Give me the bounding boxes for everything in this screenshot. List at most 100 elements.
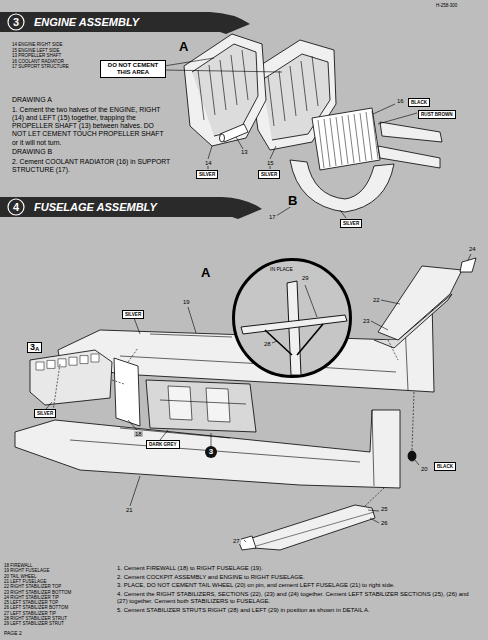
drawing-heading: DRAWING A (12, 96, 52, 104)
drawing-letter: A (178, 40, 189, 53)
radiator-fin (324, 119, 330, 167)
engine-cylinder (36, 362, 44, 370)
section-title: ENGINE ASSEMBLY (34, 17, 139, 28)
section-header: 4FUSELAGE ASSEMBLY (0, 197, 262, 217)
radiator-fin (360, 113, 366, 161)
paint-color: SILVER (37, 411, 53, 417)
header-band-shape (0, 12, 250, 34)
part-list-item: 14 ENGINE RIGHT SIDE (12, 42, 62, 47)
callout-number: 23 (362, 318, 371, 324)
right-stabilizer-tip (460, 258, 476, 272)
callout-number: 19 (182, 299, 191, 305)
radiator-fin (366, 112, 372, 160)
paint-color: RUST BROWN (421, 112, 453, 118)
engine-rib (231, 55, 237, 105)
paint-color-chip: BLACK (408, 98, 430, 107)
callout-number: 22 (372, 297, 381, 303)
engine-rib (290, 66, 296, 116)
callout-number: 29 (301, 275, 310, 281)
radiator-arm (378, 146, 440, 168)
engine-cylinder (47, 360, 55, 368)
section-header: 3 ENGINE ASSEMBLY (0, 12, 250, 32)
left-stabilizer-tip (238, 536, 256, 550)
part-list-item: 22 RIGHT STABILIZER TOP (4, 584, 61, 589)
stabilizer-seam (256, 512, 374, 546)
paint-color-chip: SILVER (258, 170, 280, 179)
engine-rib (268, 76, 274, 126)
propeller-shaft (220, 124, 248, 142)
radiator-fin (354, 114, 360, 162)
callout-number: 20 (420, 466, 429, 472)
instruction-step: 5. Cement STABILIZER STRUTS RIGHT (28) a… (117, 607, 479, 614)
paint-color: BLACK (437, 464, 453, 470)
step-number: 3 (13, 17, 19, 28)
radiator-fin (330, 118, 336, 166)
callout-number: 15 (266, 160, 275, 166)
radiator-fin (348, 115, 354, 163)
paint-color: BLACK (411, 100, 427, 106)
callout-number: 25 (380, 506, 389, 512)
part-list-item: 17 SUPPORT STRUCTURE (12, 64, 69, 69)
drawing-letter: B (287, 194, 298, 207)
engine-cylinder (58, 359, 66, 367)
leader-line (164, 58, 282, 72)
engine-cylinder (69, 357, 77, 365)
engine-rib (220, 60, 226, 110)
step-reference-box: 3A (27, 342, 42, 353)
part-list-item: 28 RIGHT STABILIZER STRUT (4, 616, 67, 621)
engine-cylinder (80, 356, 88, 364)
engine-rib (242, 50, 248, 100)
part-list-item: 23 RIGHT STABILIZER BOTTOM (4, 590, 71, 595)
warning-box: DO NOT CEMENT THIS AREA (100, 60, 166, 78)
tail-wheel (408, 451, 416, 461)
paint-color: SILVER (125, 312, 141, 318)
callout-number: 27 (232, 538, 241, 544)
radiator-fin (372, 111, 378, 159)
callout-number: 14 (204, 160, 213, 166)
page-number: PAGE 2 (4, 630, 22, 636)
instruction-text: 1. Cement the two halves of the ENGINE, … (12, 106, 170, 147)
paint-color-chip: SILVER (34, 409, 56, 418)
engine-right-half (184, 34, 266, 146)
part-list-item: 21 LEFT FUSELAGE (4, 579, 46, 584)
paint-color-chip: RUST BROWN (418, 110, 456, 119)
leader-line (208, 137, 276, 169)
drawing-heading: DRAWING B (12, 148, 52, 156)
callout-number: 24 (468, 246, 477, 252)
cockpit-seats (160, 386, 246, 422)
paint-color-chip: SILVER (122, 310, 144, 319)
header-number-ring (8, 199, 24, 215)
engine-rib (312, 56, 318, 106)
paint-color: DARK GREY (149, 442, 177, 448)
detail-parts (241, 281, 347, 375)
paint-color-chip: SILVER (340, 219, 362, 228)
part-list-item: 16 COOLANT RADIATOR (12, 59, 64, 64)
step-number: 3 (209, 448, 213, 456)
cockpit-assembly (146, 380, 256, 432)
part-list-item: 29 LEFT STABILIZER STRUT (4, 621, 64, 626)
assembly-line (52, 340, 414, 506)
detail-illustration (235, 261, 349, 375)
callout-number: 16 (396, 98, 405, 104)
callout-number: 26 (380, 520, 389, 526)
stabilizer-strut (265, 324, 323, 355)
instruction-step: 2. Cement COCKPIT ASSEMBLY and ENGINE to… (117, 574, 479, 581)
engine-assembly (30, 350, 112, 405)
part-list-item: 19 RIGHT FUSELAGE (4, 568, 49, 573)
part-list-item: 26 LEFT STABILIZER BOTTOM (4, 605, 68, 610)
part-list-item: 27 LEFT STABILIZER TIP (4, 611, 56, 616)
paint-color: SILVER (343, 221, 359, 227)
part-list-item: 15 ENGINE LEFT SIDE (12, 48, 59, 53)
callout-number: 21 (125, 507, 134, 513)
radiator-fin (318, 120, 324, 168)
radiator-fin (336, 117, 342, 165)
callout-number: 28 (263, 341, 272, 347)
header-number-ring (8, 14, 24, 30)
right-stabilizer-top (378, 266, 462, 340)
leader-line (46, 254, 471, 542)
left-stabilizer (252, 505, 375, 550)
engine-rib (209, 65, 215, 115)
support-structure (290, 160, 394, 212)
step-reference-circle: 3 (205, 446, 217, 458)
